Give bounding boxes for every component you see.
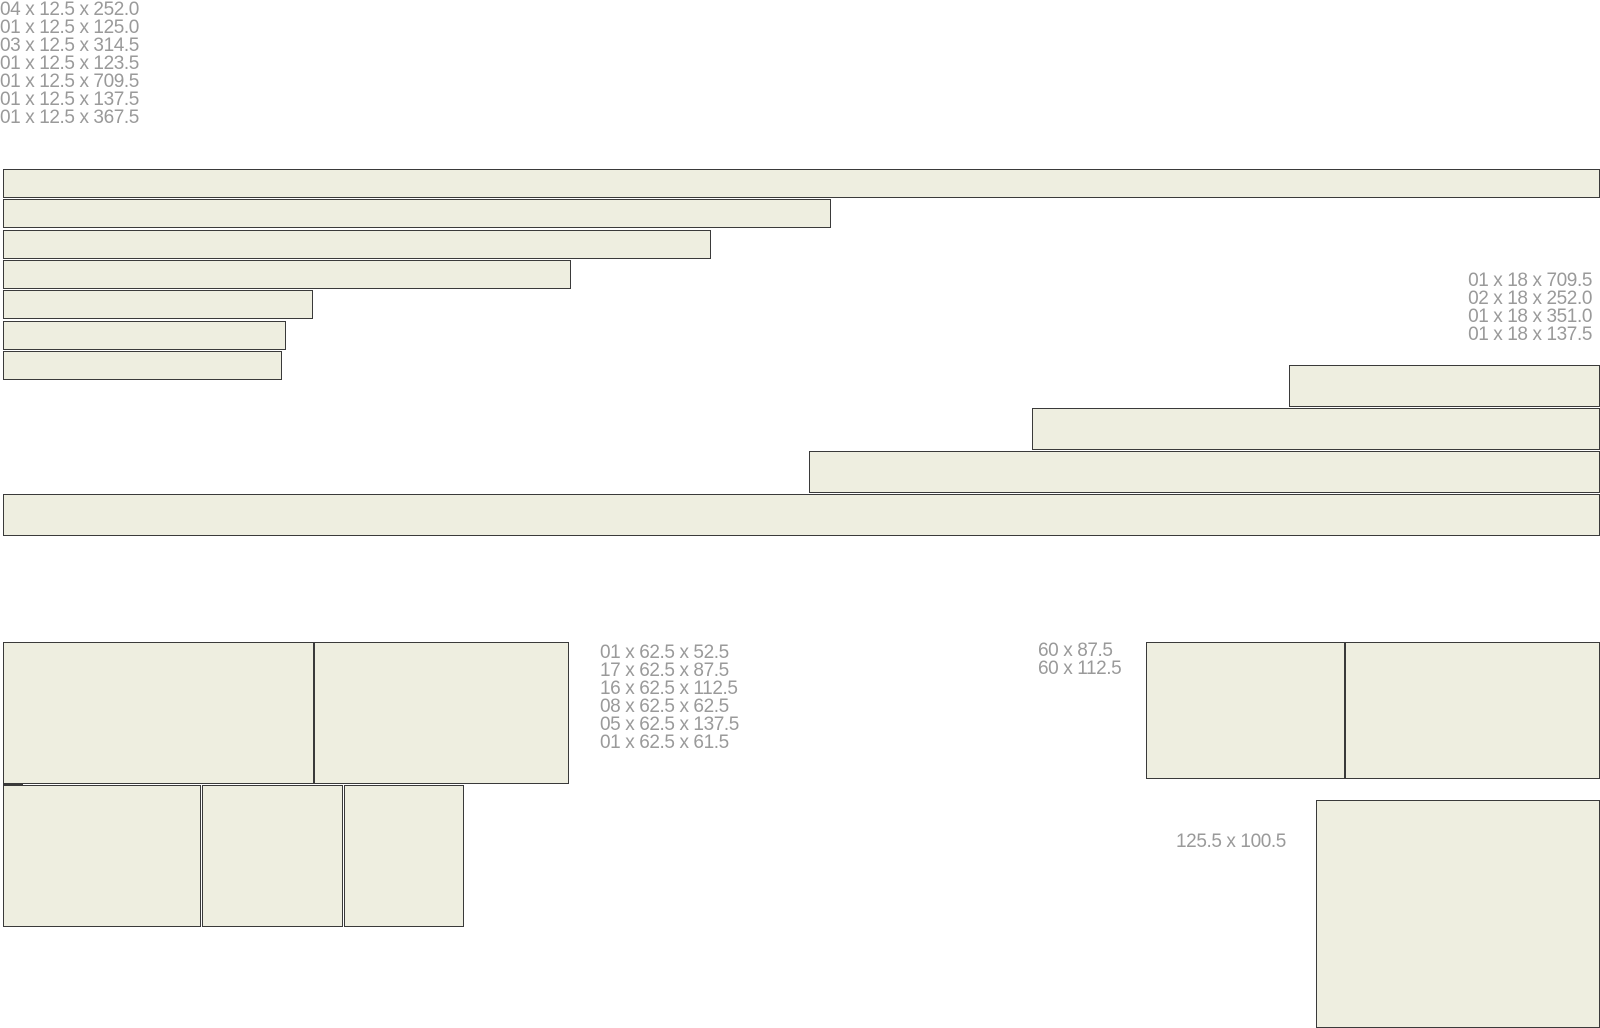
panel-62-5-piece — [3, 785, 201, 927]
strip-label: 02 x 18 x 252.0 — [1468, 288, 1592, 309]
strip-18-piece — [1032, 408, 1600, 450]
panel-label: 01 x 62.5 x 61.5 — [600, 732, 729, 753]
panel-label: 60 x 87.5 — [1038, 640, 1113, 661]
panel-62-5-piece — [314, 642, 569, 784]
panel-62-5-piece — [344, 785, 464, 927]
strip-label: 01 x 12.5 x 123.5 — [0, 53, 139, 74]
panel-label: 01 x 62.5 x 52.5 — [600, 642, 729, 663]
strip-label: 03 x 12.5 x 314.5 — [0, 35, 139, 56]
panel-edge-mark — [3, 783, 23, 785]
strip-12-5-piece — [3, 260, 571, 289]
strips-12-5-labels: 04 x 12.5 x 252.0 01 x 12.5 x 125.0 03 x… — [0, 0, 139, 128]
panel-label: 08 x 62.5 x 62.5 — [600, 696, 729, 717]
strips-18-labels: 01 x 18 x 709.5 02 x 18 x 252.0 01 x 18 … — [1468, 270, 1592, 345]
panels-62-5-labels: 01 x 62.5 x 52.5 17 x 62.5 x 87.5 16 x 6… — [600, 642, 739, 753]
strip-label: 01 x 12.5 x 137.5 — [0, 89, 139, 110]
strip-12-5-piece — [3, 169, 1600, 198]
strip-label: 01 x 12.5 x 367.5 — [0, 107, 139, 128]
panel-62-5-piece — [202, 785, 343, 927]
panel-label: 17 x 62.5 x 87.5 — [600, 660, 729, 681]
panel-60-piece — [1146, 642, 1345, 779]
strip-12-5-piece — [3, 321, 286, 350]
panel-label: 16 x 62.5 x 112.5 — [600, 678, 738, 699]
strip-12-5-piece — [3, 230, 711, 259]
strip-18-piece — [1289, 365, 1600, 407]
panel-label: 60 x 112.5 — [1038, 658, 1122, 679]
strip-label: 01 x 18 x 137.5 — [1468, 324, 1592, 345]
strip-label: 01 x 12.5 x 125.0 — [0, 17, 139, 38]
panel-large-label: 125.5 x 100.5 — [1176, 831, 1286, 852]
strip-12-5-piece — [3, 351, 282, 380]
strip-12-5-piece — [3, 199, 831, 228]
strip-label: 04 x 12.5 x 252.0 — [0, 0, 139, 20]
panel-label: 125.5 x 100.5 — [1176, 831, 1286, 852]
strip-18-piece — [809, 451, 1600, 493]
strip-label: 01 x 12.5 x 709.5 — [0, 71, 139, 92]
panel-label: 05 x 62.5 x 137.5 — [600, 714, 739, 735]
panel-62-5-piece — [3, 642, 314, 784]
strip-18-piece — [3, 494, 1600, 536]
strip-12-5-piece — [3, 290, 313, 319]
strip-label: 01 x 18 x 351.0 — [1468, 306, 1592, 327]
panel-60-piece — [1345, 642, 1600, 779]
panel-large-piece — [1316, 800, 1600, 1028]
panels-60-labels: 60 x 87.5 60 x 112.5 — [1038, 640, 1122, 679]
strip-label: 01 x 18 x 709.5 — [1468, 270, 1592, 291]
